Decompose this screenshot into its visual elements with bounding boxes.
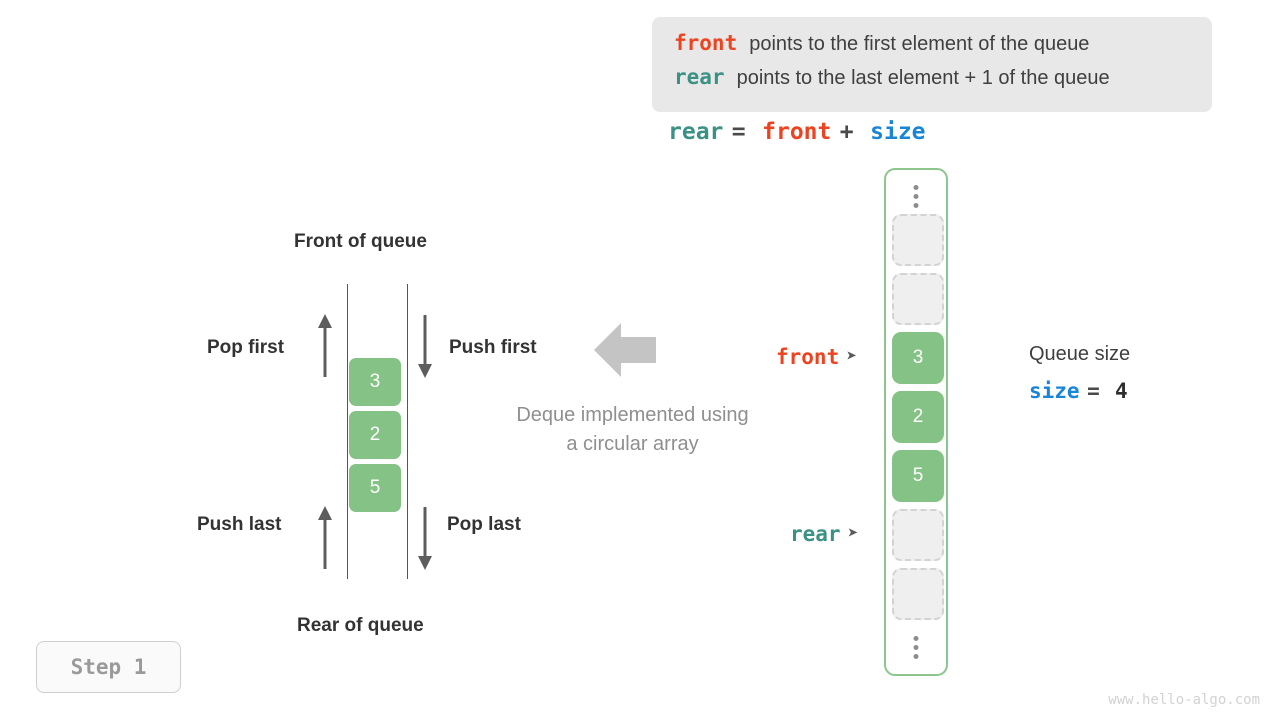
- step-badge: Step 1: [36, 641, 181, 693]
- pointer-rear-label: rear: [790, 522, 841, 546]
- deque-cell: 5: [349, 464, 401, 512]
- circular-array-container: 3 2 5: [884, 168, 948, 676]
- pointer-front-label: front: [776, 345, 840, 369]
- legend-line-front: front points to the first element of the…: [674, 31, 1190, 65]
- ellipsis-top-icon: [913, 185, 919, 208]
- array-slot: [892, 509, 944, 561]
- legend-line-rear: rear points to the last element + 1 of t…: [674, 65, 1190, 99]
- caption-line-1: Deque implemented using: [516, 404, 749, 426]
- formula-plus: +: [839, 119, 854, 145]
- legend-desc-rear: points to the last element + 1 of the qu…: [736, 67, 1110, 89]
- formula-rhs-front: front: [762, 119, 832, 145]
- deque-rail-left: [347, 284, 348, 579]
- formula-rear-equals-front-plus-size: rear = front + size: [668, 119, 926, 145]
- formula-rhs-size: size: [870, 119, 926, 145]
- arrow-up-push-last-icon: [318, 506, 332, 569]
- front-of-queue-label: Front of queue: [294, 231, 427, 252]
- array-slot: [892, 214, 944, 266]
- legend-box: front points to the first element of the…: [652, 17, 1212, 112]
- caption-line-2: a circular array: [566, 433, 699, 455]
- formula-equals: =: [731, 119, 746, 145]
- pop-last-label: Pop last: [447, 514, 521, 535]
- legend-term-rear: rear: [674, 65, 725, 89]
- deque-rail-right: [407, 284, 408, 579]
- array-slot: 5: [892, 450, 944, 502]
- queue-size-var: size: [1029, 379, 1080, 403]
- pointer-front-marker-icon: ➤: [846, 346, 858, 367]
- push-last-label: Push last: [197, 514, 282, 535]
- pointer-rear: rear ➤: [790, 522, 858, 546]
- deque-cell: 3: [349, 358, 401, 406]
- arrow-down-pop-last-icon: [418, 507, 432, 570]
- watermark: www.hello-algo.com: [1108, 692, 1260, 708]
- pop-first-label: Pop first: [207, 337, 285, 358]
- queue-size-number: 4: [1114, 379, 1128, 403]
- array-slot: 2: [892, 391, 944, 443]
- pointer-rear-marker-icon: ➤: [847, 523, 859, 544]
- queue-size-equals: =: [1087, 379, 1100, 403]
- legend-term-front: front: [674, 31, 738, 55]
- push-first-label: Push first: [449, 337, 537, 358]
- arrow-up-pop-first-icon: [318, 314, 332, 377]
- pointer-front: front ➤: [776, 345, 857, 369]
- ellipsis-bottom-icon: [913, 636, 919, 659]
- arrow-down-push-first-icon: [418, 315, 432, 378]
- queue-size-title: Queue size: [1029, 343, 1131, 365]
- arrow-left-pointer-icon: [594, 323, 656, 377]
- deque-cell: 2: [349, 411, 401, 459]
- legend-desc-front: points to the first element of the queue: [749, 33, 1090, 55]
- array-slot: [892, 568, 944, 620]
- array-slot: [892, 273, 944, 325]
- array-slot: 3: [892, 332, 944, 384]
- queue-size-expression: size = 4: [1029, 379, 1128, 403]
- formula-lhs: rear: [668, 119, 724, 145]
- rear-of-queue-label: Rear of queue: [297, 615, 424, 636]
- diagram-caption: Deque implemented using a circular array: [470, 401, 795, 459]
